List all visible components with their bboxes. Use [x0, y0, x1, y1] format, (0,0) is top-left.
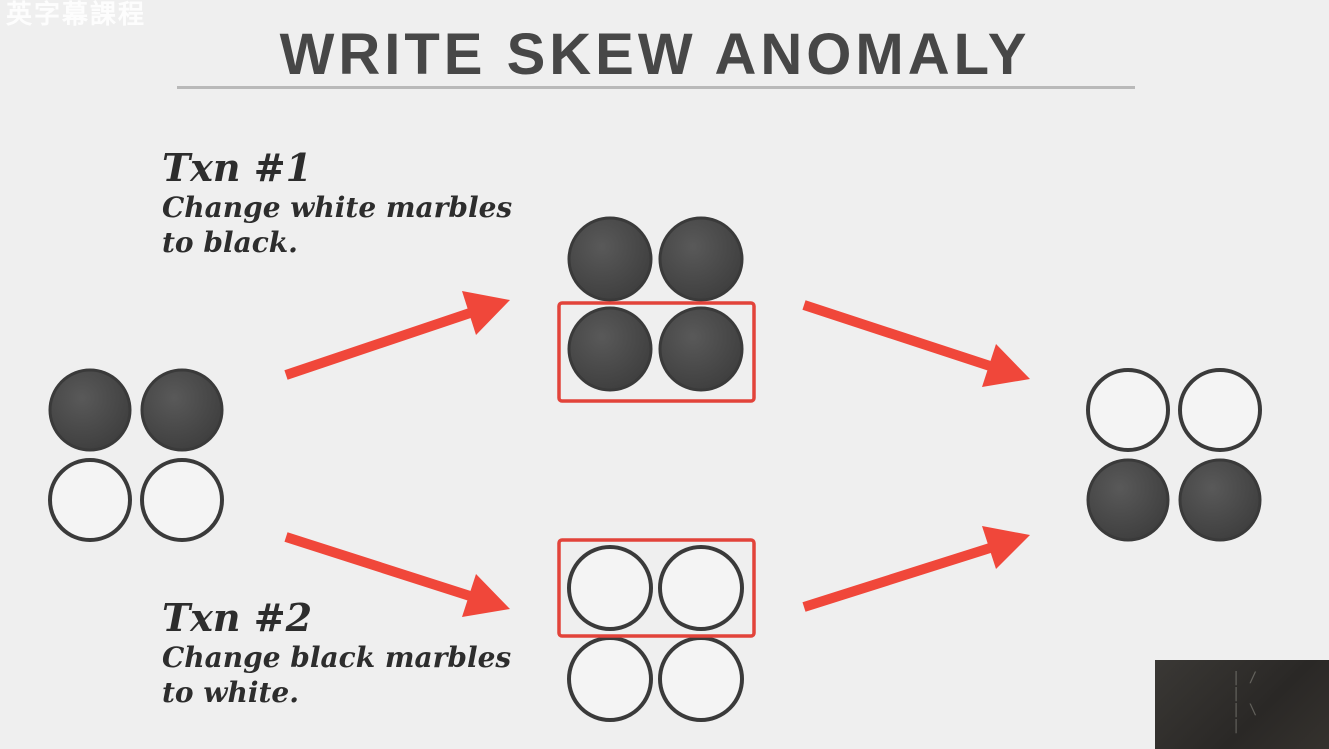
txn2-highlight-box [557, 538, 756, 638]
title-underline [177, 86, 1135, 89]
initial-marble-2 [140, 368, 224, 452]
initial-marble-3 [48, 458, 132, 542]
txn1-marble-2 [658, 216, 744, 302]
final-marble-4 [1178, 458, 1262, 542]
slide-title: WRITE SKEW ANOMALY [279, 22, 1031, 87]
watermark-text: 英字幕課程 [6, 0, 147, 30]
txn1-highlight-box [557, 301, 756, 403]
final-marble-2 [1178, 368, 1262, 452]
txn1-name: Txn #1 [162, 145, 313, 190]
txn1-label: Txn #1 Change white marbles to black. [162, 146, 542, 260]
txn1-description: Change white marbles to black. [162, 191, 513, 259]
chalkboard-scribble: | / | | \ | [1215, 670, 1258, 734]
txn2-marble-1 [567, 545, 653, 631]
txn1-marble-1 [567, 216, 653, 302]
arrow-initial-to-txn2 [284, 532, 510, 617]
initial-marble-group [48, 368, 224, 542]
arrow-initial-to-txn1 [284, 291, 510, 380]
txn2-description: Change black marbles to white. [162, 641, 512, 709]
initial-marble-4 [140, 458, 224, 542]
final-marble-3 [1086, 458, 1170, 542]
initial-marble-1 [48, 368, 132, 452]
final-marble-1 [1086, 368, 1170, 452]
presenter-camera-inset: | / | | \ | [1155, 660, 1329, 749]
txn2-marble-2 [658, 545, 744, 631]
txn2-label: Txn #2 Change black marbles to white. [162, 596, 542, 710]
txn1-marble-3 [567, 306, 653, 392]
txn2-name: Txn #2 [162, 595, 313, 640]
final-marble-group [1086, 368, 1262, 542]
txn2-marble-3 [567, 636, 653, 722]
txn2-marble-group [557, 538, 756, 722]
arrow-txn2-to-final [802, 526, 1030, 612]
arrow-txn1-to-final [802, 300, 1030, 387]
txn1-marble-4 [658, 306, 744, 392]
txn2-marble-4 [658, 636, 744, 722]
txn1-marble-group [557, 216, 756, 403]
